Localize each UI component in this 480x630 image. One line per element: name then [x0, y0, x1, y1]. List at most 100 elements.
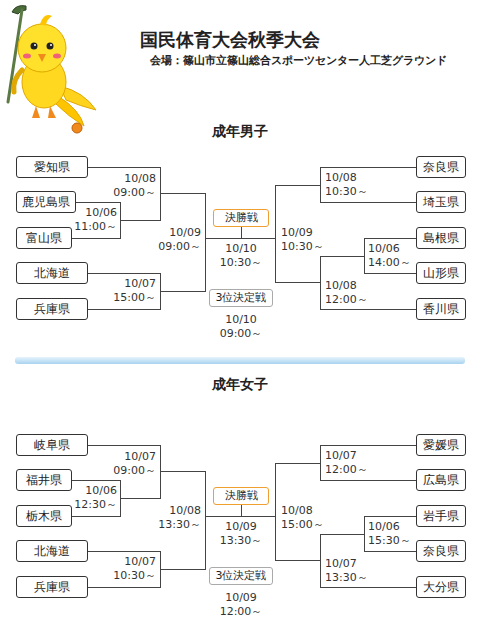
- team-box: 埼玉県: [416, 191, 466, 213]
- team-box: 岐阜県: [16, 434, 88, 456]
- match-schedule: 10/10: [225, 313, 257, 327]
- team-box: 愛媛県: [416, 434, 466, 456]
- node-text: 大分県: [423, 580, 459, 594]
- team-box: 富山県: [16, 227, 72, 249]
- match-schedule: 09:00～: [113, 186, 156, 200]
- bracket-line: [241, 167, 416, 238]
- match-schedule: 10/09: [169, 226, 201, 240]
- node-text: 島根県: [423, 231, 459, 245]
- match-schedule: 13:30～: [158, 518, 201, 532]
- node-text: 兵庫県: [34, 302, 70, 316]
- match-schedule: 10/08: [281, 504, 313, 518]
- match-schedule: 10/10: [225, 242, 257, 256]
- match-schedule: 10/09: [281, 226, 313, 240]
- venue-subtitle: 会場：篠山市立篠山総合スポーツセンター人工芝グラウンド: [150, 54, 447, 68]
- team-box: 福井県: [16, 469, 72, 491]
- node-text: 山形県: [423, 266, 459, 280]
- match-schedule: 12:00～: [325, 293, 368, 307]
- node-text: 鹿児島県: [22, 195, 70, 209]
- match-schedule: 10/09: [225, 591, 257, 605]
- team-box: 北海道: [16, 540, 88, 562]
- match-schedule: 12:30～: [74, 498, 117, 512]
- match-schedule: 10/07: [325, 449, 357, 463]
- section-heading: 成年男子: [212, 124, 268, 138]
- match-schedule: 13:30～: [220, 534, 263, 548]
- match-schedule: 10/06: [85, 484, 117, 498]
- match-schedule: 13:30～: [325, 571, 368, 585]
- node-text: 愛知県: [34, 160, 70, 174]
- node-text: 香川県: [423, 302, 459, 316]
- match-schedule: 10/08: [124, 172, 156, 186]
- bracket-line: [241, 505, 416, 560]
- node-text: 福井県: [26, 473, 62, 487]
- team-box: 大分県: [416, 576, 466, 598]
- team-box: 北海道: [16, 262, 88, 284]
- team-box: 山形県: [416, 262, 466, 284]
- bracket-line: [241, 445, 416, 516]
- final-box: 決勝戦: [213, 209, 269, 227]
- match-schedule: 12:00～: [220, 605, 263, 619]
- bracket-line: [88, 505, 241, 569]
- team-box: 兵庫県: [16, 298, 88, 320]
- node-text: 兵庫県: [34, 580, 70, 594]
- node-text: 富山県: [26, 231, 62, 245]
- match-schedule: 09:00～: [220, 327, 263, 341]
- node-text: 奈良県: [423, 544, 459, 558]
- team-box: 広島県: [416, 469, 466, 491]
- match-schedule: 15:30～: [368, 534, 411, 548]
- team-box: 香川県: [416, 298, 466, 320]
- bracket-line: [241, 227, 416, 282]
- team-box: 岩手県: [416, 505, 466, 527]
- node-text: 決勝戦: [225, 489, 258, 503]
- team-box: 愛知県: [16, 156, 88, 178]
- third-place-box: 3位決定戦: [209, 289, 273, 307]
- match-schedule: 15:00～: [113, 291, 156, 305]
- node-text: 3位決定戦: [216, 291, 267, 305]
- match-schedule: 10/08: [325, 279, 357, 293]
- match-schedule: 11:00～: [74, 220, 117, 234]
- node-text: 栃木県: [26, 509, 62, 523]
- match-schedule: 09:00～: [158, 240, 201, 254]
- match-schedule: 15:00～: [281, 518, 324, 532]
- match-schedule: 10/07: [124, 277, 156, 291]
- match-schedule: 14:00～: [368, 256, 411, 270]
- match-schedule: 09:00～: [113, 464, 156, 478]
- mascot: [8, 6, 96, 133]
- final-box: 決勝戦: [213, 487, 269, 505]
- match-schedule: 10/06: [85, 206, 117, 220]
- team-box: 栃木県: [16, 505, 72, 527]
- match-schedule: 10/07: [124, 450, 156, 464]
- node-text: 愛媛県: [423, 438, 459, 452]
- node-text: 奈良県: [423, 160, 459, 174]
- bracket-line: [241, 505, 416, 560]
- match-schedule: 10/07: [124, 555, 156, 569]
- section-heading: 成年女子: [212, 377, 268, 391]
- match-schedule: 10:30～: [325, 185, 368, 199]
- match-schedule: 10/07: [325, 557, 357, 571]
- node-text: 埼玉県: [423, 195, 459, 209]
- team-box: 奈良県: [416, 540, 466, 562]
- third-place-box: 3位決定戦: [209, 567, 273, 585]
- node-text: 3位決定戦: [216, 569, 267, 583]
- bracket-line: [241, 227, 416, 282]
- team-box: 兵庫県: [16, 576, 88, 598]
- match-schedule: 10/08: [169, 504, 201, 518]
- match-schedule: 10:30～: [113, 569, 156, 583]
- match-schedule: 10/06: [368, 520, 400, 534]
- match-schedule: 12:00～: [325, 463, 368, 477]
- match-schedule: 10:30～: [220, 256, 263, 270]
- team-box: 島根県: [416, 227, 466, 249]
- separator-bar: [15, 357, 465, 364]
- match-schedule: 10/09: [225, 520, 257, 534]
- match-schedule: 10/08: [325, 171, 357, 185]
- node-text: 北海道: [34, 266, 70, 280]
- team-box: 鹿児島県: [16, 191, 76, 213]
- node-text: 岩手県: [423, 509, 459, 523]
- title: 国民体育大会秋季大会: [140, 28, 320, 52]
- team-box: 奈良県: [416, 156, 466, 178]
- match-schedule: 10/06: [368, 242, 400, 256]
- node-text: 決勝戦: [225, 211, 258, 225]
- bracket-line: [88, 227, 241, 291]
- match-schedule: 10:30～: [281, 240, 324, 254]
